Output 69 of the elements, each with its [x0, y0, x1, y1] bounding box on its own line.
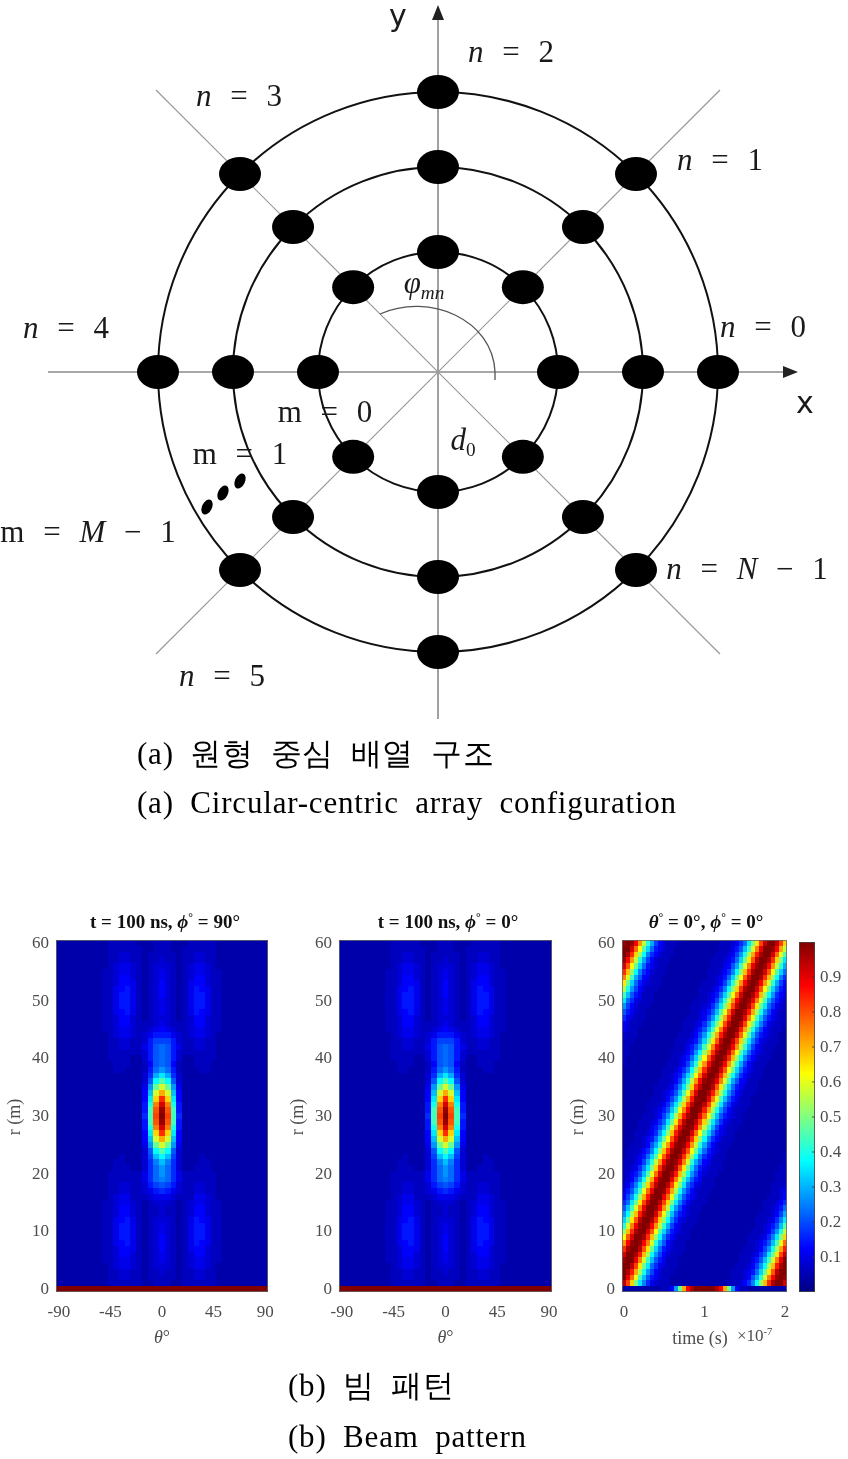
tick-label: 10 — [32, 1221, 49, 1242]
axis-title: r (m) — [286, 1098, 308, 1136]
tick-label: 20 — [598, 1163, 615, 1184]
tick-label: -90 — [330, 1302, 354, 1322]
element-index-label: n = 0 — [720, 309, 806, 345]
colorbar-tick-label: 0.3 — [820, 1177, 842, 1197]
axis-label: x — [796, 385, 814, 421]
element-index-label: n = 3 — [196, 78, 282, 114]
spacing-label: d$_{0}$ — [450, 422, 476, 458]
element-index-label: n = 5 — [179, 658, 265, 694]
tick-label: 50 — [598, 990, 615, 1011]
element-index-label: n = N − 1 — [666, 551, 828, 587]
tick-label: 90 — [540, 1302, 558, 1322]
tick-label: 0 — [619, 1302, 629, 1322]
ring-index-label: m = M − 1 — [0, 514, 176, 550]
tick-label: 10 — [315, 1221, 332, 1242]
tick-label: 40 — [32, 1048, 49, 1069]
element-index-label: n = 4 — [23, 310, 109, 346]
chart-title: θ$^{°}$ = 0°, ϕ$^{°}$ = 0° — [648, 911, 764, 933]
chart-title: t = 100 ns, ϕ$^{°}$ = 0° — [377, 911, 519, 933]
tick-label: 2 — [780, 1302, 790, 1322]
figure-caption: (b) 빔 패턴 — [288, 1368, 456, 1404]
tick-label: 10 — [598, 1221, 615, 1242]
element-index-label: n = 2 — [468, 34, 554, 70]
colorbar-tick-label: 0.2 — [820, 1212, 842, 1232]
tick-label: 45 — [205, 1302, 223, 1322]
tick-label: 30 — [315, 1106, 332, 1126]
tick-label: -90 — [47, 1302, 71, 1322]
colorbar-tick-label: 0.9 — [820, 967, 842, 987]
colorbar-tick-label: 0.4 — [820, 1142, 842, 1162]
tick-label: 60 — [32, 933, 49, 953]
figure-caption: (a) Circular-centric array configuration — [137, 785, 677, 821]
tick-label: 40 — [598, 1048, 615, 1069]
tick-label: 0 — [40, 1279, 49, 1299]
colorbar-tick-label: 0.7 — [820, 1037, 842, 1057]
axis-title: r (m) — [3, 1098, 25, 1136]
tick-label: 45 — [488, 1302, 506, 1322]
tick-label: 40 — [315, 1048, 332, 1069]
tick-label: 60 — [598, 933, 615, 953]
tick-label: 0 — [441, 1302, 450, 1322]
colorbar-tick-label: 0.6 — [820, 1072, 842, 1092]
tick-label: 50 — [32, 990, 49, 1011]
axis-label: y — [389, 0, 407, 34]
tick-label: -45 — [99, 1302, 122, 1322]
angle-label: φ$_{mn}$ — [403, 265, 445, 301]
tick-label: -45 — [382, 1302, 405, 1322]
colorbar-tick-label: 0.1 — [820, 1247, 842, 1267]
tick-label: 20 — [315, 1163, 332, 1184]
axis-title: θ° — [437, 1326, 454, 1348]
axis-title: θ° — [154, 1326, 170, 1348]
tick-label: 0 — [323, 1279, 332, 1299]
axis-exponent: ×10$^{-7}$ — [737, 1326, 773, 1346]
tick-label: 1 — [700, 1302, 709, 1322]
tick-label: 0 — [157, 1302, 167, 1322]
axis-title: time (s) — [672, 1327, 728, 1349]
colorbar-tick-label: 0.8 — [820, 1002, 842, 1022]
tick-label: 30 — [32, 1106, 49, 1126]
tick-label: 90 — [256, 1302, 274, 1322]
chart-title: t = 100 ns, ϕ$^{°}$ = 90° — [90, 911, 240, 933]
tick-label: 0 — [606, 1279, 615, 1299]
tick-label: 30 — [598, 1106, 615, 1126]
figure-caption: (a) 원형 중심 배열 구조 — [137, 736, 495, 772]
element-index-label: n = 1 — [677, 142, 763, 178]
colorbar-tick-label: 0.5 — [820, 1107, 842, 1127]
axis-title: r (m) — [566, 1098, 588, 1136]
tick-label: 50 — [315, 990, 332, 1011]
tick-label: 60 — [315, 933, 332, 953]
figure-caption: (b) Beam pattern — [288, 1419, 527, 1455]
tick-label: 20 — [32, 1163, 49, 1184]
